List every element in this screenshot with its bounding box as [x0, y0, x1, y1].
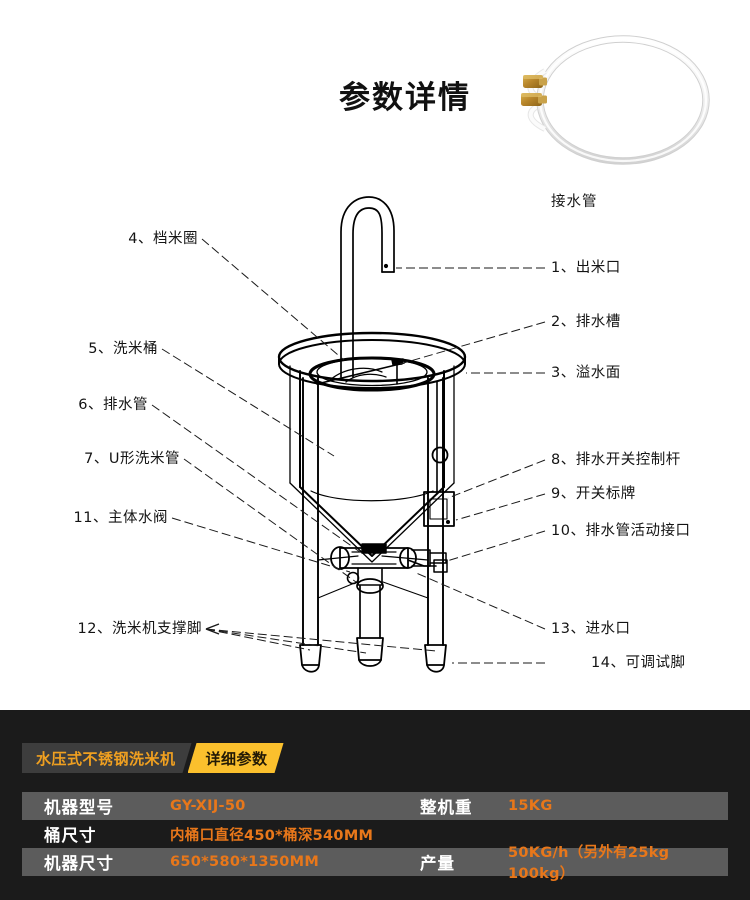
spec-label-capacity: 产量 [420, 854, 455, 873]
leader-12a [205, 628, 311, 651]
spec-row: 机器型号 GY-XIJ-50 整机重 15KG [22, 792, 728, 820]
callout-2: 2、排水槽 [551, 314, 621, 330]
leader-10 [446, 530, 546, 562]
callout-4: 4、档米圈 [128, 231, 198, 247]
spec-label-model: 机器型号 [44, 798, 114, 817]
leader-4 [201, 238, 345, 361]
leader-12b [205, 628, 367, 654]
spec-label-bucket-size: 桶尺寸 [44, 826, 97, 845]
leader-13 [413, 571, 546, 630]
page-title: 参数详情 [339, 80, 471, 116]
callout-14: 14、可调试脚 [591, 655, 686, 671]
leader-5 [161, 348, 335, 457]
leader-12c [205, 628, 437, 652]
spec-value-weight: 15KG [508, 798, 553, 814]
callout-9: 9、开关标牌 [551, 486, 636, 502]
leader-6 [151, 404, 361, 553]
spec-value-capacity: 50KG/h（另外有25kg 100kg） [508, 845, 670, 882]
callout-6: 6、排水管 [78, 397, 148, 413]
spec-row: 桶尺寸 内桶口直径450*桶深540MM [22, 820, 728, 848]
callout-11: 11、主体水阀 [73, 510, 168, 526]
callout-3: 3、溢水面 [551, 365, 621, 381]
badge-product-name: 水压式不锈钢洗米机 [22, 743, 192, 773]
leader-2 [399, 321, 546, 365]
spec-row: 机器尺寸 650*580*1350MM 产量 50KG/h（另外有25kg 10… [22, 845, 728, 882]
callout-12: 12、洗米机支撑脚 [77, 621, 202, 637]
callout-13: 13、进水口 [551, 621, 631, 637]
coiled-hose-icon [521, 35, 710, 165]
leader-9 [455, 493, 546, 521]
leader-12-arrowhead [205, 623, 220, 635]
spec-badges: 水压式不锈钢洗米机 详细参数 [22, 743, 284, 773]
spec-section: 水压式不锈钢洗米机 详细参数 机器型号 GY-XIJ-50 整机重 15KG 桶… [0, 710, 750, 900]
callout-1: 1、出米口 [551, 260, 621, 276]
spec-value-model: GY-XIJ-50 [170, 798, 246, 814]
callout-7: 7、U形洗米管 [84, 451, 180, 467]
callout-8: 8、排水开关控制杆 [551, 452, 681, 468]
leader-7 [183, 458, 357, 583]
spec-label-weight: 整机重 [420, 798, 473, 817]
spec-value-machine-size: 650*580*1350MM [170, 854, 320, 870]
spec-label-machine-size: 机器尺寸 [44, 854, 114, 873]
diagram-section: 参数详情 [73, 35, 710, 673]
callout-5: 5、洗米桶 [88, 341, 158, 357]
leader-11 [171, 517, 351, 573]
leader-8 [447, 459, 546, 499]
spec-value-bucket-size: 内桶口直径450*桶深540MM [170, 827, 374, 844]
hose-caption: 接水管 [551, 194, 598, 210]
callout-10: 10、排水管活动接口 [551, 523, 691, 539]
spec-table: 机器型号 GY-XIJ-50 整机重 15KG 桶尺寸 内桶口直径450*桶深5… [22, 792, 728, 882]
badge-section-title: 详细参数 [188, 743, 284, 773]
